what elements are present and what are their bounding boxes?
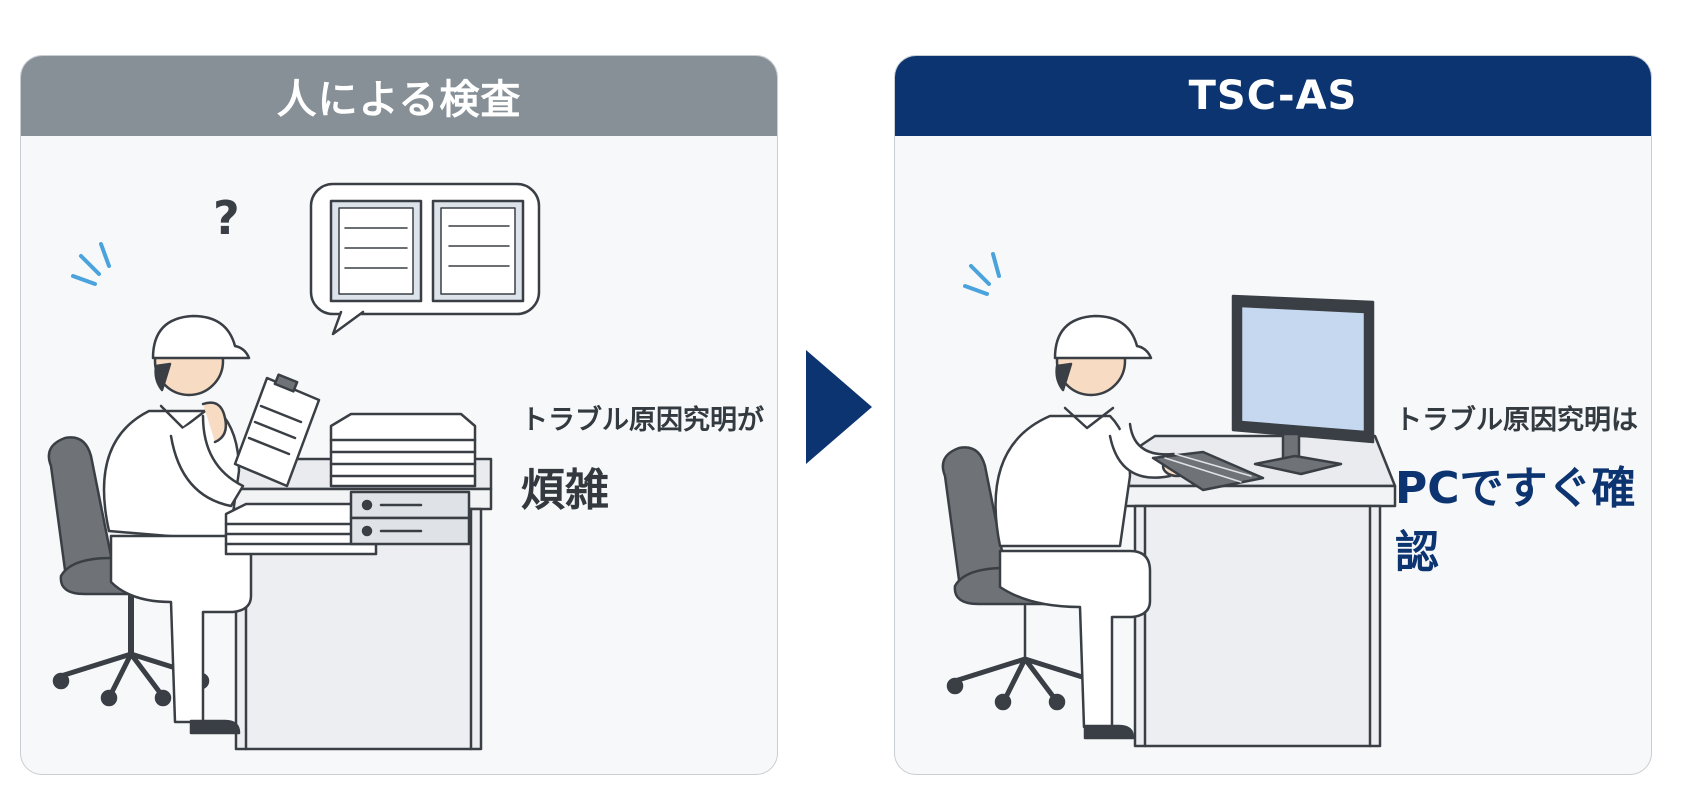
tsc-as-panel: TSC-AS (894, 55, 1652, 775)
transition-arrow-icon (806, 350, 872, 464)
manual-inspection-title: 人による検査 (276, 77, 522, 123)
manual-inspection-header: 人による検査 (21, 56, 777, 136)
clipboard-icon (233, 373, 321, 488)
monitor-icon (1231, 294, 1375, 476)
keyboard-icon (1151, 450, 1265, 492)
pc-caption-sub: トラブル原因究明は (1395, 405, 1638, 436)
tsc-as-header: TSC-AS (895, 56, 1651, 136)
worker-figure (102, 314, 253, 735)
question-mark-icon: ? (213, 191, 240, 245)
manual-inspection-illustration: ? (47, 182, 541, 751)
tsc-as-title: TSC-AS (1188, 73, 1358, 119)
pc-inspection-illustration (941, 252, 1397, 748)
paper-stack (224, 412, 477, 556)
notice-lines-icon (963, 252, 1001, 296)
manual-inspection-panel: 人による検査 (20, 55, 778, 775)
thought-bubble (309, 182, 541, 336)
manual-caption-main: 煩雑 (521, 465, 609, 516)
server-unit (349, 490, 471, 546)
manual-caption-sub: トラブル原因究明が (521, 405, 764, 436)
pc-caption-main: PCですぐ確認 (1395, 463, 1636, 578)
surprise-lines-icon (71, 242, 111, 286)
tsc-as-body: トラブル原因究明は PCですぐ確認 (895, 136, 1651, 774)
worker-figure (994, 314, 1193, 740)
manual-inspection-body: ? トラブル原因究明が 煩雑 (21, 136, 777, 774)
